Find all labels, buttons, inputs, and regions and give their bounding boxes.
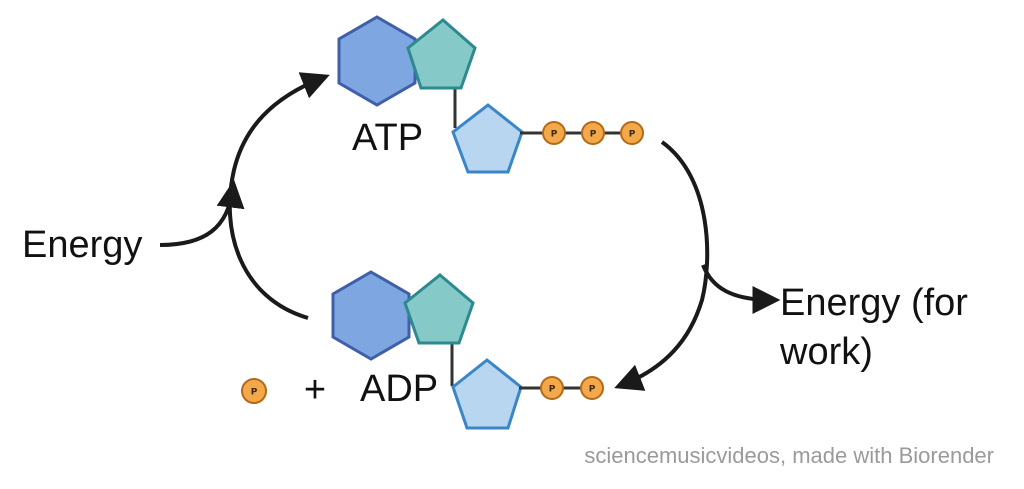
energy-output-label-line2: work) (779, 331, 873, 373)
adp-ribose-pentagon (451, 358, 523, 430)
atp-adenine-hexagon (337, 15, 417, 107)
energy-input-arrow (159, 179, 245, 247)
credit-text: sciencemusicvideos, made with Biorender (584, 443, 994, 468)
hydrolysis-arrow (614, 140, 710, 391)
atp-phosphate-3: P (620, 121, 644, 145)
adp-phosphate-1: P (540, 376, 564, 400)
phosphate-label: P (551, 130, 558, 140)
phosphate-label: P (590, 130, 597, 140)
phosphate-label: P (629, 130, 636, 140)
atp-ribose-pentagon (451, 103, 524, 174)
adp-adenine-pentagon (403, 273, 475, 345)
atp-phosphate-2: P (581, 121, 605, 145)
atp-label: ATP (352, 117, 423, 159)
adp-adenine-hexagon (331, 270, 411, 361)
phosphate-label: P (549, 385, 556, 395)
phosphate-label: P (589, 385, 596, 395)
phosphate-label: P (251, 388, 258, 398)
adp-molecule: P P (331, 270, 604, 430)
adp-label: ADP (360, 368, 438, 410)
atp-molecule: P P P (337, 15, 644, 174)
free-phosphate: P (241, 378, 267, 404)
energy-input-label: Energy (22, 224, 142, 266)
atp-adenine-pentagon (406, 18, 477, 90)
adp-phosphate-2: P (580, 376, 604, 400)
atp-phosphate-1: P (542, 121, 566, 145)
synthesis-arrow (227, 72, 330, 320)
energy-output-arrow (701, 264, 781, 314)
energy-output-label-line1: Energy (for (780, 282, 968, 324)
plus-sign: + (304, 369, 326, 411)
